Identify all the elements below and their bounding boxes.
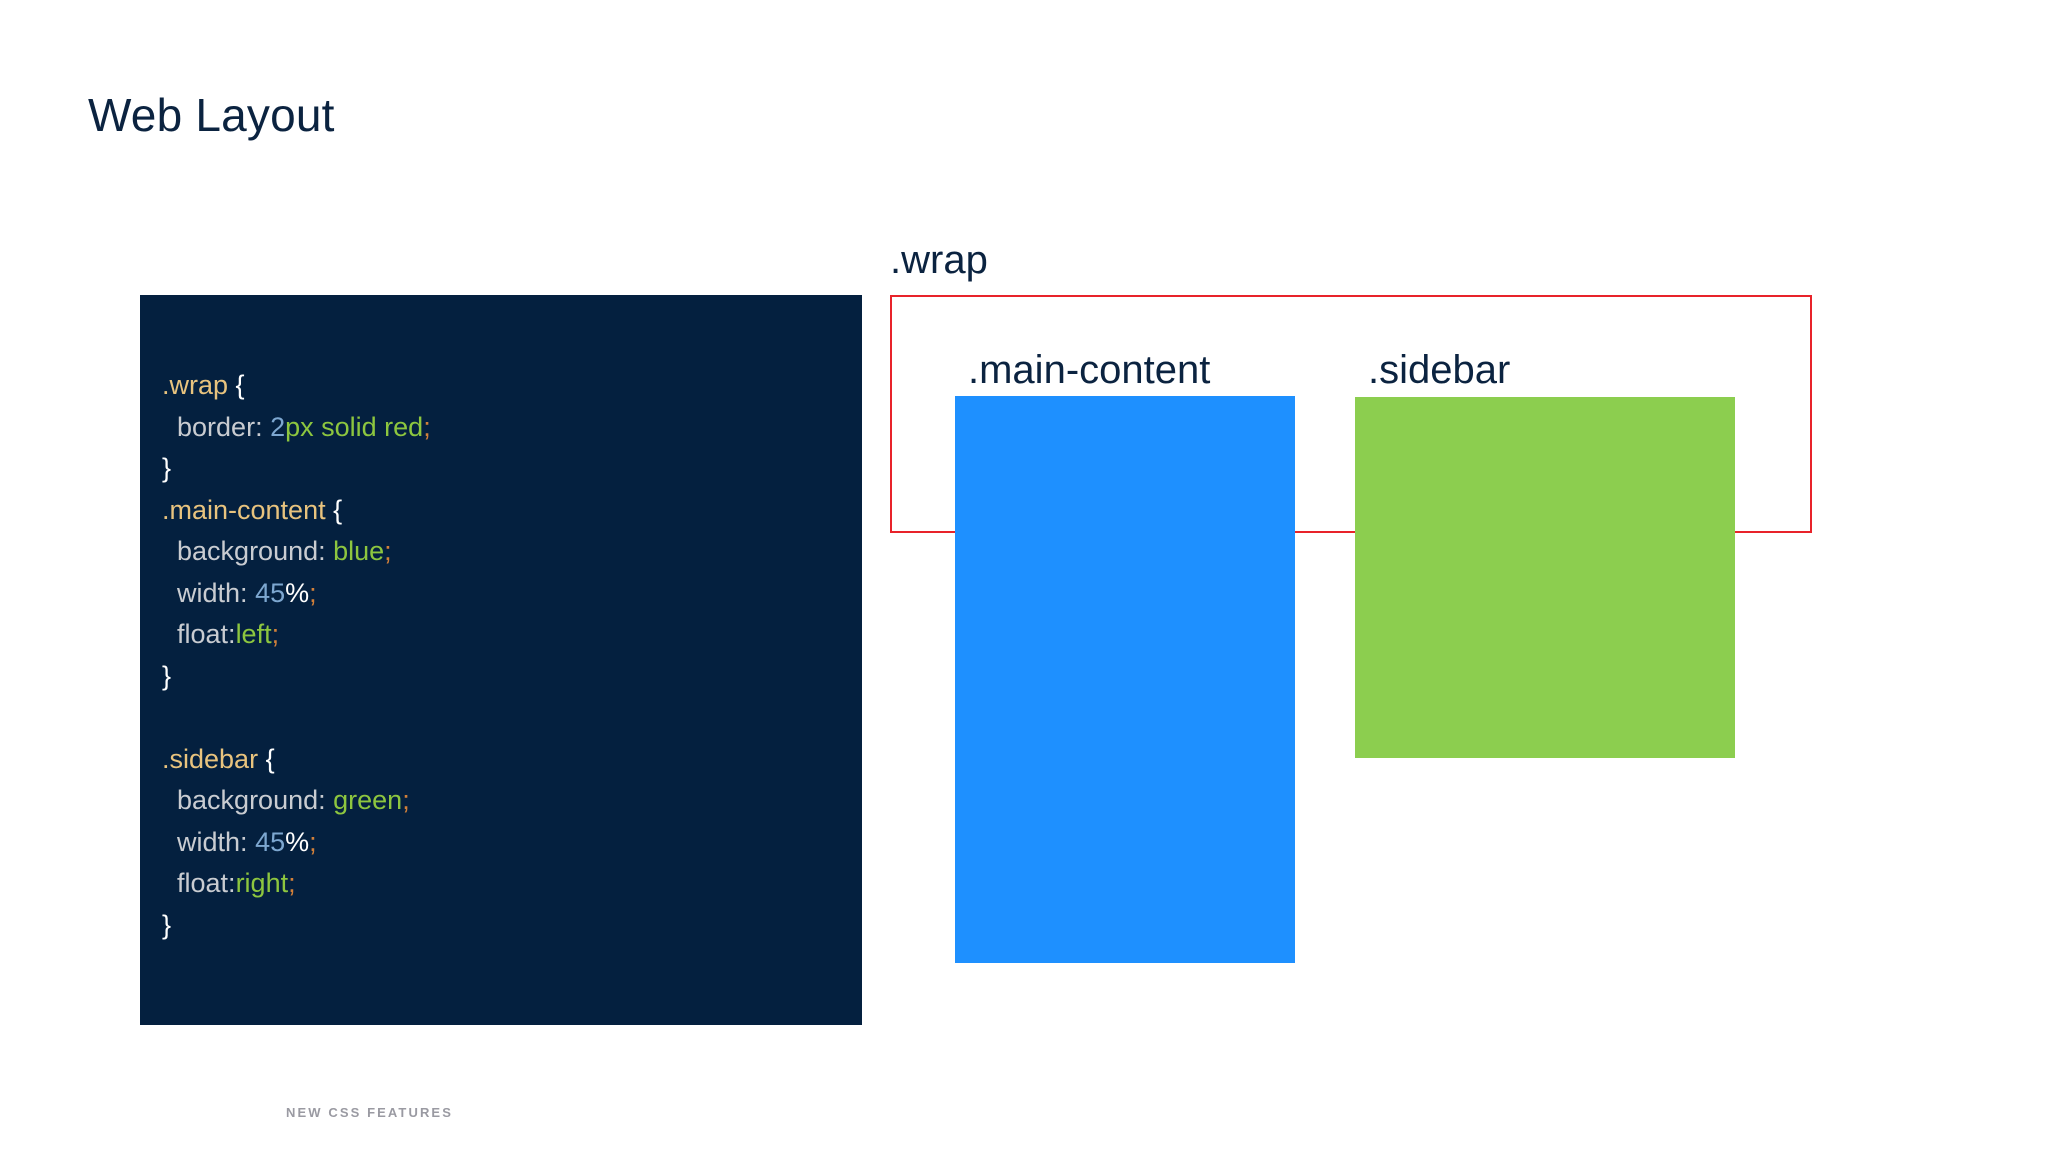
code-token-val: left bbox=[235, 619, 272, 649]
code-token-prop: float: bbox=[177, 868, 236, 898]
code-token-num: 45 bbox=[255, 826, 286, 857]
code-line: .main-content { bbox=[162, 490, 862, 532]
code-token-indent bbox=[162, 868, 177, 898]
code-panel: .wrap { border: 2px solid red;} .main-con… bbox=[140, 295, 862, 1025]
code-line: .sidebar { bbox=[162, 739, 862, 781]
code-line: border: 2px solid red; bbox=[162, 407, 862, 449]
sidebar-label: .sidebar bbox=[1368, 348, 1511, 392]
code-token-prop: width: bbox=[177, 577, 256, 608]
code-block: .wrap { border: 2px solid red;} .main-con… bbox=[162, 365, 862, 946]
code-token-indent bbox=[162, 578, 177, 608]
sidebar-box bbox=[1355, 397, 1735, 758]
code-token-semi: ; bbox=[423, 411, 431, 442]
code-token-val: green bbox=[333, 785, 403, 815]
code-token-selector: .sidebar bbox=[162, 743, 259, 774]
code-token-prop: background: bbox=[177, 536, 334, 566]
code-token-indent bbox=[162, 412, 177, 442]
code-line bbox=[162, 697, 862, 739]
code-token-brace: { bbox=[228, 370, 245, 400]
footer-note: NEW CSS FEATURES bbox=[286, 1105, 453, 1120]
main-content-box bbox=[955, 396, 1295, 963]
code-token-indent bbox=[162, 536, 177, 566]
code-token-brace: { bbox=[258, 743, 275, 774]
code-token-num: 45 bbox=[255, 577, 286, 608]
code-token-semi: ; bbox=[402, 785, 410, 815]
page-title: Web Layout bbox=[88, 89, 335, 141]
code-token-num: 2 bbox=[270, 411, 286, 442]
code-token-semi: ; bbox=[384, 536, 392, 566]
code-line: width: 45%; bbox=[162, 822, 862, 864]
code-line: float:right; bbox=[162, 863, 862, 905]
code-token-unit: % bbox=[285, 826, 310, 857]
code-line: .wrap { bbox=[162, 365, 862, 407]
wrap-box bbox=[890, 295, 1812, 533]
code-token-prop: background: bbox=[177, 785, 334, 815]
code-token-selector: .wrap bbox=[162, 370, 229, 400]
code-token-semi: ; bbox=[288, 868, 296, 898]
code-token-semi: ; bbox=[271, 619, 280, 649]
code-line: background: blue; bbox=[162, 531, 862, 573]
code-token-prop: border: bbox=[177, 411, 271, 442]
wrap-label: .wrap bbox=[890, 238, 988, 282]
code-line: } bbox=[162, 656, 862, 698]
code-token-brace: { bbox=[325, 494, 343, 525]
code-token-semi: ; bbox=[309, 826, 317, 857]
code-token-val: px solid red bbox=[285, 411, 424, 442]
code-token-val: right bbox=[235, 868, 289, 898]
code-token-prop: float: bbox=[177, 619, 236, 649]
main-content-label: .main-content bbox=[968, 348, 1211, 392]
code-token-unit: % bbox=[285, 577, 310, 608]
code-token-semi: ; bbox=[309, 577, 317, 608]
code-token-prop: width: bbox=[177, 826, 256, 857]
code-token-val: blue bbox=[333, 536, 385, 566]
code-token-brace: } bbox=[162, 453, 172, 483]
code-token-brace: } bbox=[162, 660, 172, 691]
code-token-indent bbox=[162, 827, 177, 857]
code-line: } bbox=[162, 448, 862, 490]
code-line: float:left; bbox=[162, 614, 862, 656]
code-line: } bbox=[162, 905, 862, 947]
code-token-selector: .main-content bbox=[162, 494, 326, 525]
code-line: width: 45%; bbox=[162, 573, 862, 615]
code-token-brace: } bbox=[162, 909, 172, 940]
code-token-indent bbox=[162, 619, 177, 649]
code-token-indent bbox=[162, 785, 177, 815]
code-line: background: green; bbox=[162, 780, 862, 822]
layout-diagram: .wrap .main-content .sidebar bbox=[880, 230, 1930, 1030]
